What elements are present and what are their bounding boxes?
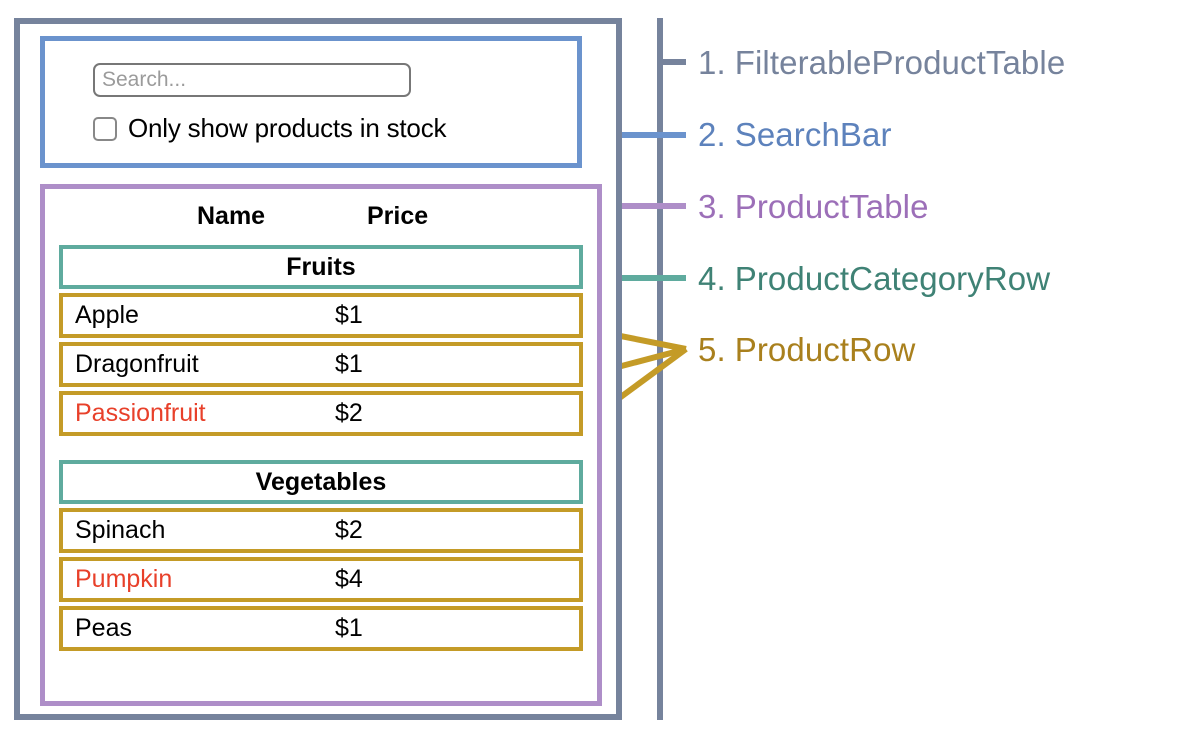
group-spacer bbox=[59, 440, 583, 460]
legend-label: ProductCategoryRow bbox=[734, 260, 1051, 297]
product-row[interactable]: Spinach $2 bbox=[59, 508, 583, 553]
legend-number: 4. bbox=[698, 260, 726, 297]
in-stock-checkbox-label: Only show products in stock bbox=[128, 113, 447, 143]
legend-item-search-bar: 2.SearchBar bbox=[698, 116, 892, 154]
legend-number: 1. bbox=[698, 44, 726, 81]
column-header-name: Name bbox=[197, 201, 266, 230]
product-table: Name Price Fruits Apple $1 Dragonfruit $… bbox=[40, 184, 602, 706]
product-price: $1 bbox=[335, 614, 363, 642]
legend-label: SearchBar bbox=[734, 116, 892, 153]
legend-number: 5. bbox=[698, 331, 726, 368]
legend-label: ProductTable bbox=[734, 188, 929, 225]
product-row[interactable]: Apple $1 bbox=[59, 293, 583, 338]
legend-number: 2. bbox=[698, 116, 726, 153]
legend-item-product-table: 3.ProductTable bbox=[698, 188, 929, 226]
product-table-header: Name Price bbox=[45, 195, 597, 237]
product-category-row: Fruits bbox=[59, 245, 583, 289]
product-row[interactable]: Peas $1 bbox=[59, 606, 583, 651]
product-row[interactable]: Pumpkin $4 bbox=[59, 557, 583, 602]
legend-label: ProductRow bbox=[734, 331, 916, 368]
legend-item-product-category-row: 4.ProductCategoryRow bbox=[698, 260, 1050, 298]
product-name: Pumpkin bbox=[75, 565, 173, 593]
legend-number: 3. bbox=[698, 188, 726, 225]
category-label: Vegetables bbox=[255, 467, 387, 496]
legend-item-filterable-product-table: 1.FilterableProductTable bbox=[698, 44, 1065, 82]
category-label: Fruits bbox=[286, 252, 356, 281]
legend-item-product-row: 5.ProductRow bbox=[698, 331, 915, 369]
product-row[interactable]: Passionfruit $2 bbox=[59, 391, 583, 436]
product-table-body: Fruits Apple $1 Dragonfruit $1 Passionfr… bbox=[59, 245, 583, 655]
in-stock-checkbox[interactable] bbox=[93, 116, 117, 141]
product-category-row: Vegetables bbox=[59, 460, 583, 504]
search-input[interactable] bbox=[93, 63, 411, 97]
product-price: $2 bbox=[335, 516, 363, 544]
product-name: Spinach bbox=[75, 516, 166, 544]
product-name: Apple bbox=[75, 301, 139, 329]
product-price: $1 bbox=[335, 350, 363, 378]
product-price: $2 bbox=[335, 399, 363, 427]
product-row[interactable]: Dragonfruit $1 bbox=[59, 342, 583, 387]
product-name: Dragonfruit bbox=[75, 350, 199, 378]
search-bar: Only show products in stock bbox=[40, 36, 582, 168]
product-name: Passionfruit bbox=[75, 399, 206, 427]
product-price: $4 bbox=[335, 565, 363, 593]
legend-label: FilterableProductTable bbox=[734, 44, 1066, 81]
stock-filter-row[interactable]: Only show products in stock bbox=[93, 113, 446, 144]
product-price: $1 bbox=[335, 301, 363, 329]
product-name: Peas bbox=[75, 614, 132, 642]
column-header-price: Price bbox=[367, 201, 429, 230]
